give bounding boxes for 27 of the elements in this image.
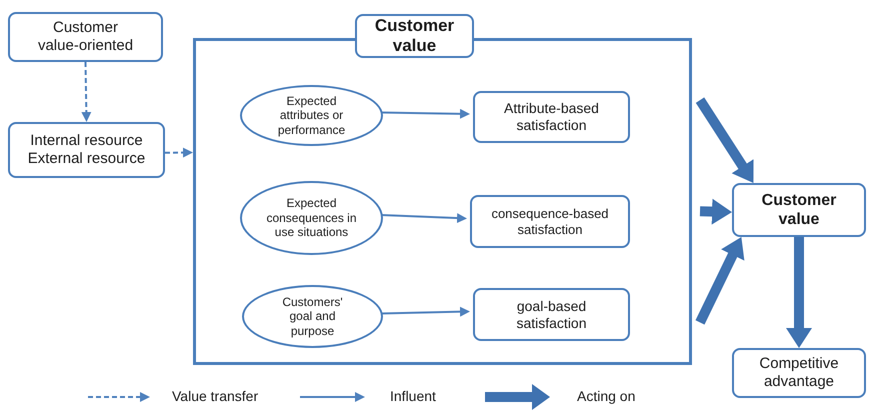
process-box	[732, 348, 866, 398]
process-box	[8, 12, 163, 62]
process-box	[470, 195, 630, 248]
process-box	[8, 122, 165, 178]
node-label: Internal resource External resource	[26, 132, 146, 168]
node-label: Customers' goal and purpose	[281, 294, 344, 338]
block-arrow	[696, 237, 744, 325]
node-label: Attribute-based satisfaction	[503, 100, 600, 134]
legend-label: Acting on	[577, 388, 636, 404]
frame-heading: Customer value	[355, 14, 474, 58]
node-label: Expected consequences in use situations	[265, 196, 358, 240]
legend-label: Influent	[390, 388, 436, 404]
node-label: Competitive advantage	[758, 355, 840, 391]
legend-label: Value transfer	[172, 388, 258, 404]
node-label: Expected attributes or performance	[276, 94, 346, 138]
node-label: Customer value	[760, 190, 838, 230]
block-arrow	[700, 198, 732, 225]
node-label: consequence-based satisfaction	[490, 206, 610, 238]
process-box	[473, 288, 630, 341]
process-box	[732, 183, 866, 237]
node-label: Customer value-oriented	[36, 19, 134, 55]
block-arrow	[786, 237, 812, 348]
block-arrow	[696, 97, 754, 183]
dashed-arrow	[164, 148, 193, 158]
node-label: goal-based satisfaction	[515, 298, 588, 332]
process-box	[473, 91, 630, 143]
dashed-arrow	[81, 62, 92, 122]
